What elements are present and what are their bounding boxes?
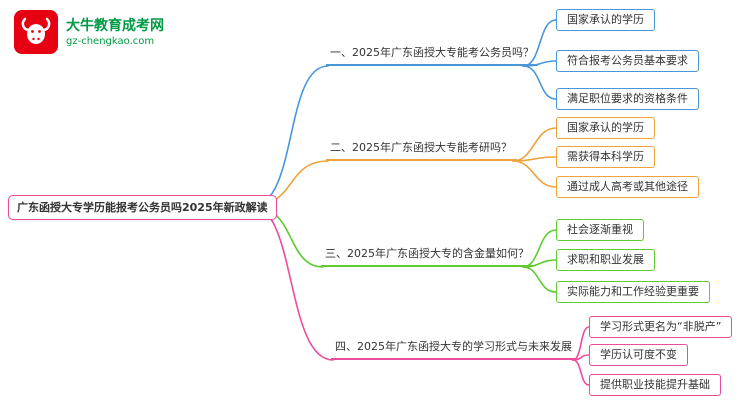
leaf-node: 实际能力和工作经验更重要 [556,281,710,303]
site-logo: 大牛教育成考网 gz-chengkao.com [14,10,164,54]
leaf-node: 通过成人高考或其他途径 [556,176,699,198]
leaf-node: 社会逐渐重视 [556,219,644,241]
leaf-node: 符合报考公务员基本要求 [556,50,699,72]
bull-icon [14,10,58,54]
site-name: 大牛教育成考网 [66,17,164,34]
leaf-node: 国家承认的学历 [556,117,655,139]
leaf-node: 满足职位要求的资格条件 [556,88,699,110]
branch-label-4: 四、2025年广东函授大专的学习形式与未来发展 [331,339,577,360]
branch-label-1: 一、2025年广东函授大专能考公务员吗？ [326,45,538,66]
leaf-node: 学习形式更名为“非脱产” [589,316,733,338]
logo-text: 大牛教育成考网 gz-chengkao.com [66,17,164,48]
site-url: gz-chengkao.com [66,35,155,47]
leaf-node: 需获得本科学历 [556,146,655,168]
branch-label-3: 三、2025年广东函授大专的含金量如何？ [321,246,533,267]
leaf-node: 国家承认的学历 [556,9,655,31]
leaf-node: 提供职业技能提升基础 [589,374,721,396]
leaf-node: 学历认可度不变 [589,344,688,366]
branch-label-2: 二、2025年广东函授大专能考研吗？ [326,140,517,161]
leaf-node: 求职和职业发展 [556,249,655,271]
central-topic: 广东函授大专学历能报考公务员吗2025年新政解读 [8,195,277,220]
